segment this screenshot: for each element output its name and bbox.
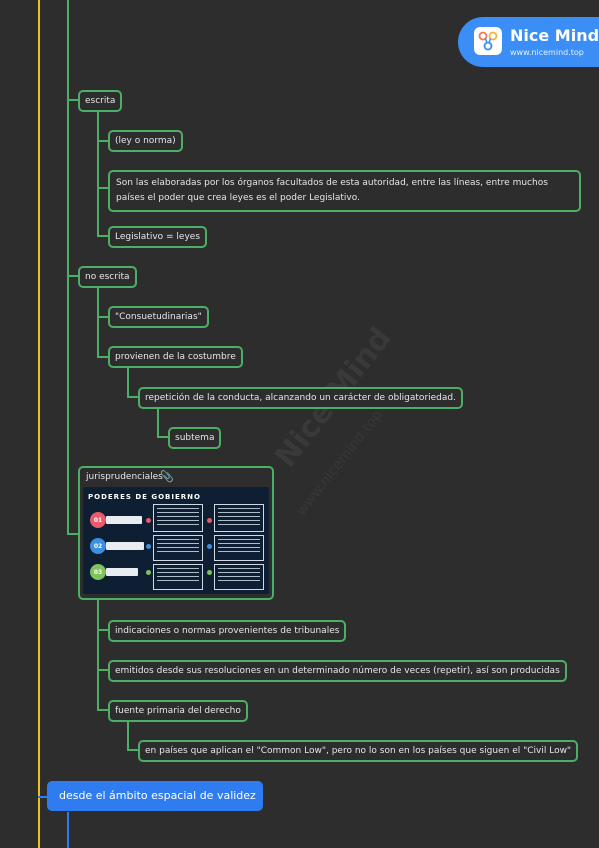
- paperclip-icon[interactable]: 📎: [160, 470, 174, 483]
- connector-indicaciones: [97, 629, 109, 631]
- node-ley-norma[interactable]: (ley o norma): [108, 130, 183, 152]
- branch-line-no-escrita: [97, 285, 99, 357]
- connector-provienen: [97, 356, 109, 358]
- attachment-pill-2: [106, 542, 144, 550]
- node-subtema[interactable]: subtema: [168, 427, 222, 449]
- branch-line-provienen: [127, 366, 129, 397]
- node-jurisprudenciales-label: jurisprudenciales: [86, 472, 163, 482]
- branch-line-main: [67, 0, 69, 534]
- attachment-dot-1a: [146, 518, 151, 523]
- connector-no-escrita: [67, 275, 79, 277]
- branch-line-fuente: [127, 719, 129, 750]
- node-consuetudinarias[interactable]: "Consuetudinarias": [108, 306, 209, 328]
- trunk-line: [38, 0, 40, 848]
- branch-line-repeticion: [157, 406, 159, 437]
- attachment-dot-3a: [146, 570, 151, 575]
- brand-url: www.nicemind.top: [510, 48, 584, 57]
- connector-subtema: [157, 436, 169, 438]
- attachment-box-1a: [153, 504, 203, 532]
- attachment-title: PODERES DE GOBIERNO: [88, 493, 201, 501]
- node-emitidos[interactable]: emitidos desde sus resoluciones en un de…: [108, 660, 567, 682]
- attachment-box-2a: [153, 535, 203, 561]
- node-no-escrita[interactable]: no escrita: [78, 266, 137, 288]
- attachment-pill-3: [106, 568, 138, 576]
- connector-repeticion: [127, 396, 139, 398]
- node-paises[interactable]: en países que aplican el "Common Low", p…: [138, 740, 579, 762]
- attachment-badge-2: 02: [90, 538, 106, 554]
- node-repeticion[interactable]: repetición de la conducta, alcanzando un…: [138, 387, 463, 409]
- node-elaboradas[interactable]: Son las elaboradas por los órganos facul…: [108, 170, 581, 212]
- node-legislativo[interactable]: Legislativo = leyes: [108, 226, 208, 248]
- attachment-badge-1: 01: [90, 512, 106, 528]
- blue-branch-line: [67, 812, 69, 848]
- connector-paises: [127, 749, 139, 751]
- node-escrita[interactable]: escrita: [78, 90, 123, 112]
- brand-logo[interactable]: Nice Mind www.nicemind.top: [458, 17, 599, 67]
- attachment-box-3a: [153, 564, 203, 590]
- attachment-dot-1b: [207, 518, 212, 523]
- node-espacial[interactable]: desde el ámbito espacial de validez: [47, 781, 263, 811]
- connector-fuente: [97, 709, 109, 711]
- connector-emitidos: [97, 669, 109, 671]
- connector-elaboradas: [97, 187, 109, 189]
- attachment-dot-2b: [207, 544, 212, 549]
- attachment-dot-2a: [146, 544, 151, 549]
- attachment-dot-3b: [207, 570, 212, 575]
- connector-legislativo: [97, 235, 109, 237]
- connector-consuetudinarias: [97, 316, 109, 318]
- nicemind-logo-icon: [474, 27, 502, 55]
- attachment-box-1b: [214, 504, 264, 532]
- connector-ley: [97, 140, 109, 142]
- connector-jurisprudenciales: [67, 533, 79, 535]
- branch-line-escrita: [97, 109, 99, 236]
- branch-line-jurisprudenciales: [97, 599, 99, 710]
- node-provienen[interactable]: provienen de la costumbre: [108, 346, 243, 368]
- node-indicaciones[interactable]: indicaciones o normas provenientes de tr…: [108, 620, 347, 642]
- attachment-badge-3: 03: [90, 564, 106, 580]
- blue-connector: [38, 796, 48, 798]
- node-fuente[interactable]: fuente primaria del derecho: [108, 700, 248, 722]
- brand-name: Nice Mind: [510, 26, 599, 45]
- attachment-box-3b: [214, 564, 264, 590]
- attachment-box-2b: [214, 535, 264, 561]
- attachment-image[interactable]: PODERES DE GOBIERNO 01 02 03: [83, 487, 269, 594]
- attachment-pill-1: [106, 516, 142, 524]
- connector-escrita: [67, 99, 79, 101]
